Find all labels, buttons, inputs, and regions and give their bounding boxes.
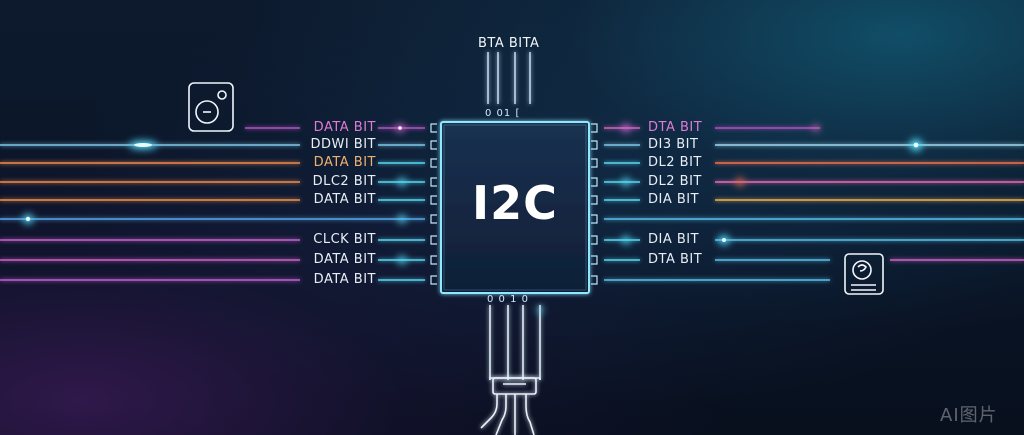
chip-bottom-pins: [489, 305, 541, 380]
left-label-7: DATA BIT: [313, 252, 376, 267]
speaker-device-icon: [188, 82, 234, 132]
left-label-6: CLCK BIT: [313, 232, 376, 247]
left-label-5: DATA BIT: [313, 192, 376, 207]
signal-pulses: [23, 124, 922, 264]
chip-left-pins: [430, 123, 437, 285]
right-label-1: DTA BIT: [648, 120, 703, 135]
chip-name: I2C: [472, 176, 558, 230]
right-label-5: DIA BIT: [648, 192, 700, 207]
right-label-4: DL2 BIT: [648, 174, 702, 189]
right-label-3: DL2 BIT: [648, 155, 702, 170]
left-traces: [0, 127, 425, 281]
right-label-7: DTA BIT: [648, 252, 703, 267]
chip-top-pins: [487, 52, 531, 104]
chip-top-label: BTA BITA: [478, 36, 540, 51]
thermal-sensor-icon: [844, 253, 884, 295]
cable-connector-icon: [480, 377, 537, 435]
left-label-3: DATA BIT: [313, 155, 376, 170]
left-label-4: DLC2 BIT: [312, 174, 376, 189]
left-label-1: DATA BIT: [313, 120, 376, 135]
watermark: AI图片: [940, 405, 998, 426]
i2c-chip: [440, 121, 590, 294]
right-traces: [604, 127, 1024, 281]
right-label-6: DIA BIT: [648, 232, 700, 247]
left-label-2: DDWI BIT: [310, 137, 376, 152]
left-label-8: DATA BIT: [313, 272, 376, 287]
chip-bottom-pins-label: 0 0 1 0: [487, 294, 529, 305]
right-label-2: DI3 BIT: [648, 137, 699, 152]
chip-right-pins: [591, 123, 598, 285]
chip-top-pins-label: 0 01 [: [485, 108, 521, 119]
